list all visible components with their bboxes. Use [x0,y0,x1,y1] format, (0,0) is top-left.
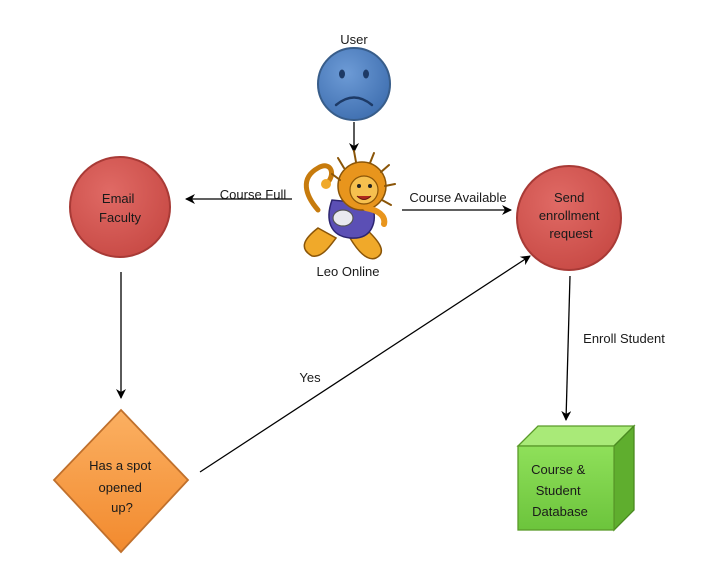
course-available-label: Course Available [409,190,506,205]
email-faculty-circle [69,156,171,258]
arrow-send-to-database [561,275,572,421]
send-enrollment-text: Send enrollment request [539,190,603,241]
email-faculty-node: Email Faculty [69,156,171,258]
arrow-decision-to-send [199,255,531,473]
leo-online-node: Leo Online [303,150,396,279]
database-node: Course & Student Database [516,424,636,532]
decision-diamond [52,408,190,554]
right-eye [363,69,369,79]
decision-text: Has a spot opened up? [89,458,155,515]
leo-online-label: Leo Online [317,264,380,279]
send-enrollment-node: Send enrollment request [516,165,622,271]
decision-node: Has a spot opened up? [52,408,190,554]
sad-face-icon [317,47,391,121]
user-node: User [317,32,391,121]
cube-front [517,445,615,531]
database-text: Course & Student Database [531,462,589,519]
yes-label: Yes [299,370,321,385]
enroll-student-label: Enroll Student [583,331,665,346]
lion-mascot-icon [303,150,396,260]
email-faculty-text: Email Faculty [99,191,141,225]
user-label: User [340,32,368,47]
send-enrollment-circle [516,165,622,271]
frown [334,96,374,107]
left-eye [339,69,345,79]
course-full-label: Course Full [220,187,287,202]
